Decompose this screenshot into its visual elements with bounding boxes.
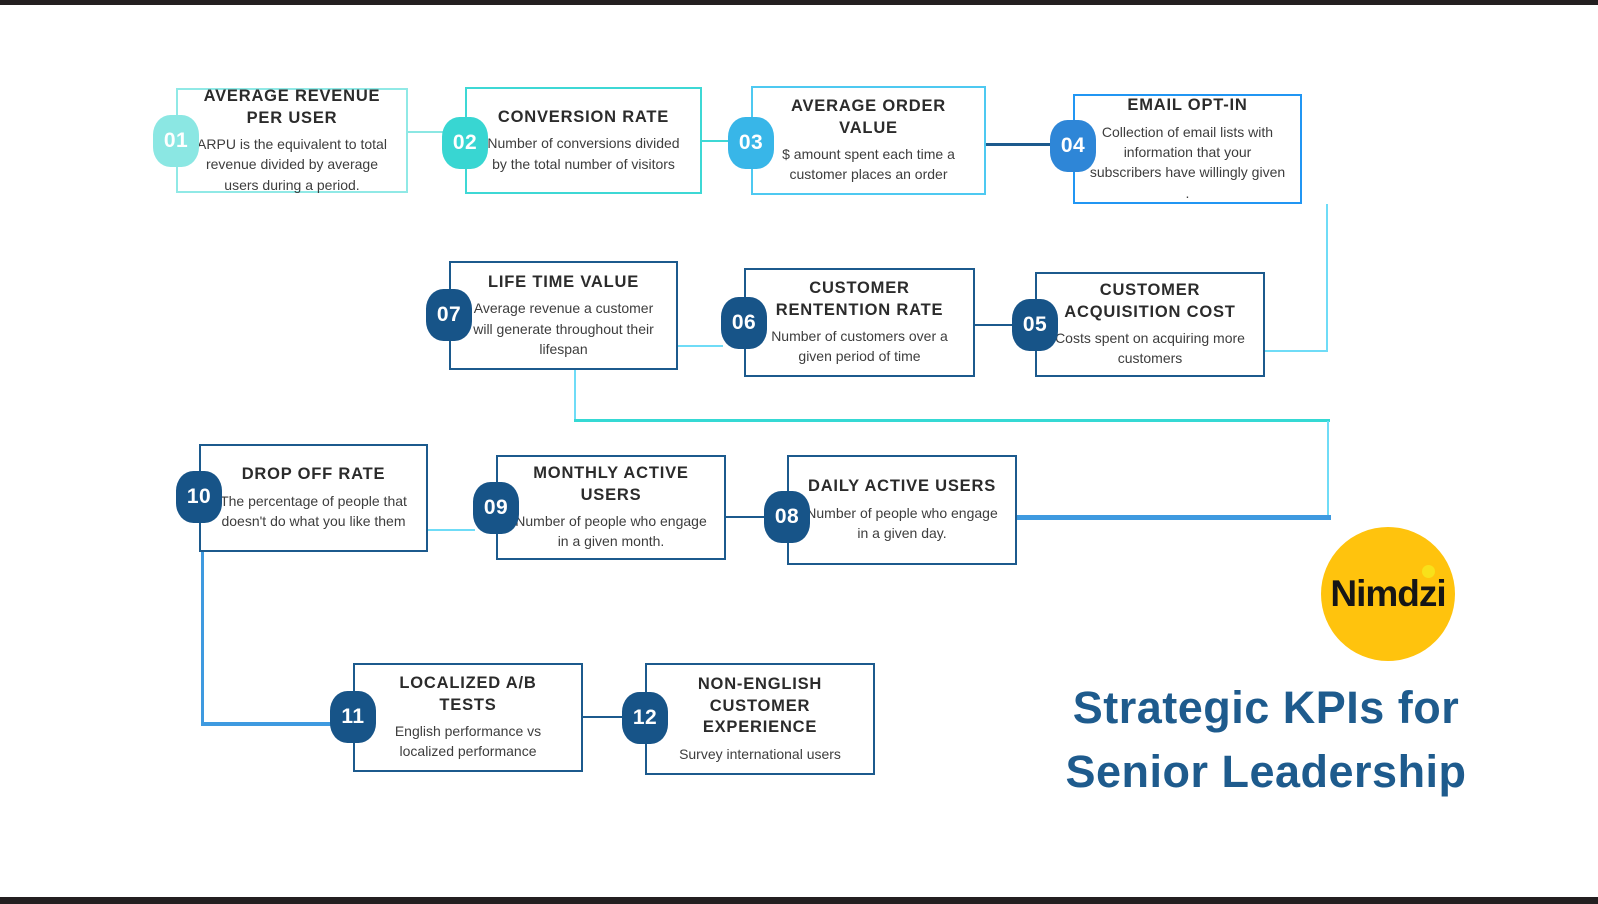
kpi-title: MONTHLY ACTIVE USERS	[533, 464, 689, 504]
kpi-box-02-conversion-rate: CONVERSION RATE Number of conversions di…	[465, 87, 702, 194]
page-title: Strategic KPIs for Senior Leadership	[1016, 676, 1516, 804]
connector-10-09	[428, 529, 475, 531]
connector-06-05	[975, 324, 1014, 326]
kpi-description: The percentage of people that doesn't do…	[220, 492, 407, 530]
kpi-description: Number of people who engage in a given m…	[515, 513, 707, 550]
connector-right-vertical	[1327, 421, 1329, 517]
connector-08-thick	[1017, 515, 1331, 520]
kpi-title: LIFE TIME VALUE	[487, 272, 640, 291]
page-title-line1: Strategic KPIs for	[1072, 682, 1460, 733]
kpi-box-12-non-english-customer-experience: NON-ENGLISH CUSTOMER EXPERIENCE Survey i…	[645, 663, 875, 775]
kpi-title: DROP OFF RATE	[241, 465, 386, 484]
kpi-title: EMAIL OPT-IN	[1127, 96, 1248, 115]
kpi-description: Collection of email lists with informati…	[1089, 123, 1286, 201]
kpi-title: AVERAGE ORDER VALUE	[791, 97, 946, 137]
kpi-number-badge-04: 04	[1050, 120, 1096, 172]
page-title-line2: Senior Leadership	[1065, 745, 1467, 797]
nimdzi-logo-i-dot	[1422, 565, 1435, 578]
kpi-description: $ amount spent each time a customer plac…	[782, 146, 955, 183]
kpi-box-09-monthly-active-users: MONTHLY ACTIVE USERS Number of people wh…	[496, 455, 726, 560]
kpi-title: AVERAGE REVENUE PER USER	[203, 87, 381, 127]
kpi-box-08-daily-active-users: DAILY ACTIVE USERS Number of people who …	[787, 455, 1017, 565]
kpi-number-badge-11: 11	[330, 691, 376, 743]
kpi-title: LOCALIZED A/B TESTS	[399, 674, 537, 714]
kpi-description: Average revenue a customer will generate…	[473, 300, 654, 357]
connector-07-down	[574, 370, 576, 421]
kpi-title: CONVERSION RATE	[497, 107, 670, 126]
kpi-box-01-average-revenue-per-user: AVERAGE REVENUE PER USER ARPU is the equ…	[176, 87, 408, 193]
kpi-box-05-customer-acquisition-cost: CUSTOMER ACQUISITION COST Costs spent on…	[1035, 272, 1265, 377]
kpi-number-badge-08: 08	[764, 491, 810, 543]
nimdzi-logo: Nimdzi	[1321, 527, 1455, 661]
kpi-number-badge-07: 07	[426, 289, 472, 341]
bottom-frame-bar	[0, 897, 1598, 904]
kpi-number-badge-03: 03	[728, 117, 774, 169]
kpi-description: ARPU is the equivalent to total revenue …	[197, 136, 387, 193]
kpi-box-04-email-opt-in: EMAIL OPT-IN Collection of email lists w…	[1073, 94, 1302, 204]
kpi-description: Number of people who engage in a given d…	[806, 504, 998, 542]
kpi-title: NON-ENGLISH CUSTOMER EXPERIENCE	[697, 675, 823, 737]
kpi-description: Number of customers over a given period …	[771, 328, 948, 365]
kpi-description: Costs spent on acquiring more customers	[1055, 330, 1245, 367]
connector-10-11	[201, 722, 332, 726]
kpi-description: Number of conversions divided by the tot…	[487, 135, 680, 172]
kpi-title: CUSTOMER ACQUISITION COST	[1064, 281, 1236, 321]
kpi-box-07-life-time-value: LIFE TIME VALUE Average revenue a custom…	[449, 261, 678, 370]
kpi-number-badge-09: 09	[473, 482, 519, 534]
kpi-number-badge-10: 10	[176, 471, 222, 523]
connector-07-06	[678, 345, 723, 347]
kpi-number-badge-05: 05	[1012, 299, 1058, 351]
top-frame-bar	[0, 0, 1598, 5]
kpi-number-badge-06: 06	[721, 297, 767, 349]
kpi-number-badge-02: 02	[442, 117, 488, 169]
connector-11-12	[583, 716, 624, 718]
kpi-box-11-localized-ab-tests: LOCALIZED A/B TESTS English performance …	[353, 663, 583, 772]
kpi-description: English performance vs localized perform…	[394, 723, 542, 760]
connector-09-08	[726, 516, 766, 518]
kpi-title: CUSTOMER RENTENTION RATE	[775, 279, 944, 319]
nimdzi-logo-text: Nimdzi	[1330, 573, 1446, 614]
connector-04-05-horizontal	[1265, 350, 1328, 352]
connector-04-05-vertical	[1326, 204, 1328, 352]
kpi-description: Survey international users	[679, 745, 841, 762]
connector-01-02	[407, 131, 443, 133]
connector-02-03	[700, 140, 730, 142]
connector-row3-horizontal	[574, 419, 1330, 422]
kpi-title: DAILY ACTIVE USERS	[808, 477, 996, 496]
kpi-box-10-drop-off-rate: DROP OFF RATE The percentage of people t…	[199, 444, 428, 552]
connector-03-04	[986, 143, 1052, 146]
connector-10-down	[201, 552, 204, 726]
kpi-number-badge-01: 01	[153, 115, 199, 167]
kpi-box-03-average-order-value: AVERAGE ORDER VALUE $ amount spent each …	[751, 86, 986, 195]
kpi-box-06-customer-retention-rate: CUSTOMER RENTENTION RATE Number of custo…	[744, 268, 975, 377]
kpi-number-badge-12: 12	[622, 692, 668, 744]
